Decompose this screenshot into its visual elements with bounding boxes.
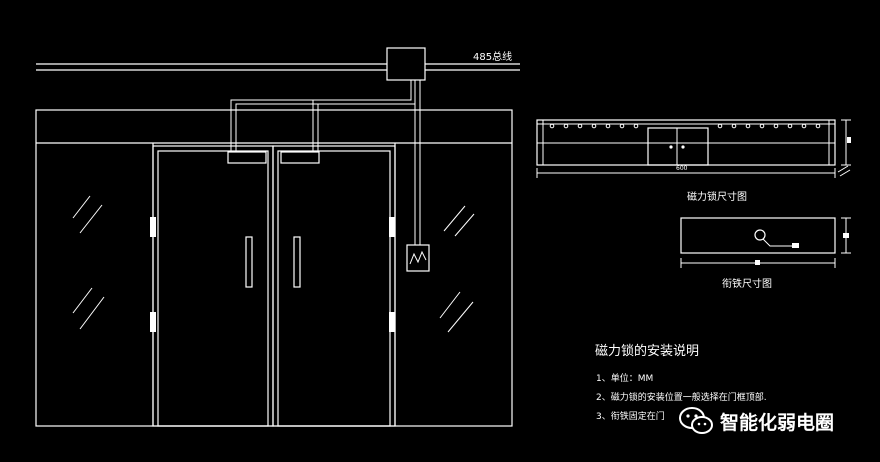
lock-caption: 磁力锁尺寸图 [687, 190, 747, 203]
note-item-3: 3、衔铁固定在门 [596, 410, 665, 422]
hinges [150, 217, 395, 332]
wechat-icon [679, 407, 713, 434]
plate-caption: 衔铁尺寸图 [722, 277, 772, 290]
door-frame [35, 109, 513, 427]
magnetic-lock-left [227, 151, 267, 164]
door-leaf-left [152, 145, 274, 427]
bus-lines [36, 63, 520, 71]
note-item-1: 1、单位：MM [596, 372, 653, 384]
glass-marks [72, 195, 475, 333]
lock-width-dimension: 600 [676, 165, 688, 172]
controller-box [386, 47, 426, 81]
armature-plate-dimension-drawing [680, 217, 851, 268]
notes-title: 磁力锁的安装说明 [595, 343, 699, 359]
watermark-text: 智能化弱电圈 [720, 411, 835, 434]
note-item-2: 2、磁力锁的安装位置一般选择在门框顶部. [596, 391, 767, 403]
wiring [230, 80, 421, 245]
door-leaf-right [272, 145, 396, 427]
watermark: 智能化弱电圈 [678, 406, 834, 436]
bus-label: 485总线 [473, 50, 512, 63]
magnetic-lock-dimension-drawing [536, 119, 851, 178]
exit-button [406, 244, 430, 272]
magnetic-lock-right [280, 151, 320, 164]
